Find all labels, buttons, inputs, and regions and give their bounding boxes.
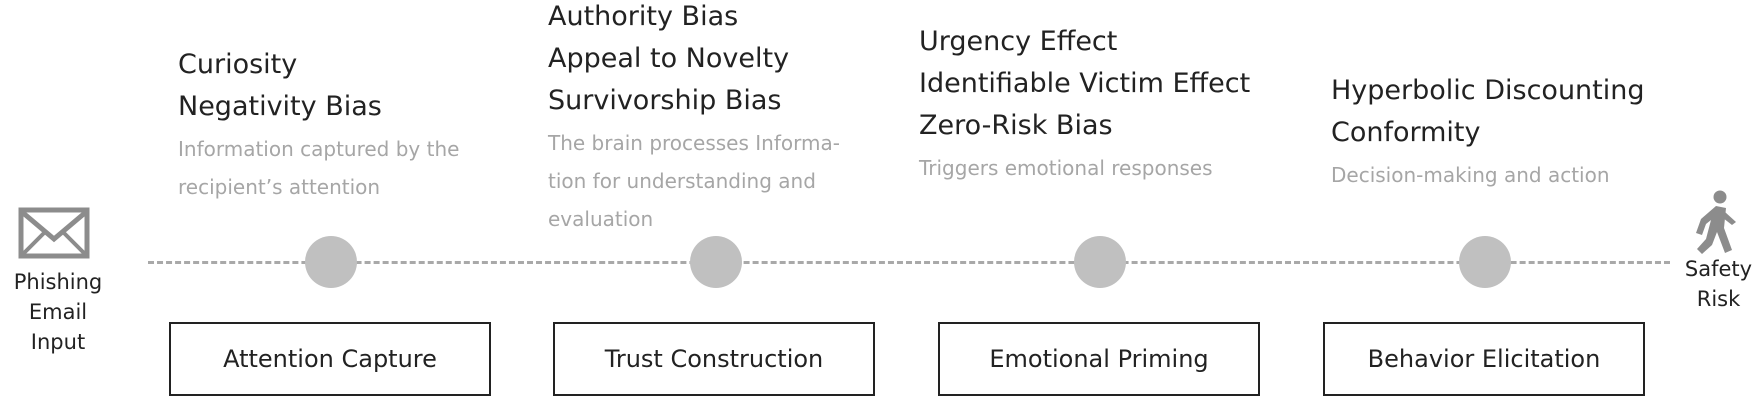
- bias-item: Survivorship Bias: [548, 85, 782, 116]
- stage-node-1: [305, 236, 357, 288]
- bias-item: Conformity: [1331, 117, 1481, 148]
- bias-item: Appeal to Novelty: [548, 43, 790, 74]
- timeline-dashed-line: [148, 261, 1670, 264]
- stage-node-3: [1074, 236, 1126, 288]
- input-label-line1: Phishing: [13, 270, 103, 294]
- stage-2-description: The brain processes Informa-tion for und…: [548, 131, 840, 231]
- envelope-icon: [18, 207, 90, 259]
- stage-1-description: Information captured by the recipient’s …: [178, 137, 460, 199]
- stage-node-4: [1459, 236, 1511, 288]
- output-label-line1: Safety: [1684, 257, 1753, 281]
- input-label-line2: Email Input: [28, 300, 88, 354]
- bias-item: Zero-Risk Bias: [919, 110, 1113, 141]
- stage-4-description: Decision-making and action: [1331, 163, 1610, 187]
- stage-box-attention-capture: Attention Capture: [169, 322, 491, 396]
- bias-item: Curiosity: [178, 49, 298, 80]
- output-label: Safety Risk: [1680, 254, 1757, 314]
- walking-person-icon: [1696, 190, 1736, 254]
- stage-box-emotional-priming: Emotional Priming: [938, 322, 1260, 396]
- bias-item: Hyperbolic Discounting: [1331, 75, 1645, 106]
- stage-4-biases: Hyperbolic Discounting Conformity Decisi…: [1331, 70, 1711, 194]
- stage-box-trust-construction: Trust Construction: [553, 322, 875, 396]
- bias-item: Urgency Effect: [919, 26, 1118, 57]
- stage-node-2: [690, 236, 742, 288]
- bias-item: Authority Bias: [548, 1, 739, 32]
- stage-1-biases: Curiosity Negativity Bias Information ca…: [178, 44, 558, 206]
- stage-3-description: Triggers emotional responses: [919, 156, 1213, 180]
- stage-box-behavior-elicitation: Behavior Elicitation: [1323, 322, 1645, 396]
- bias-item: Negativity Bias: [178, 91, 382, 122]
- input-label: Phishing Email Input: [0, 267, 116, 357]
- bias-item: Identifiable Victim Effect: [919, 68, 1251, 99]
- stage-2-biases: Authority Bias Appeal to Novelty Survivo…: [548, 0, 928, 238]
- stage-3-biases: Urgency Effect Identifiable Victim Effec…: [919, 21, 1299, 187]
- output-label-line2: Risk: [1696, 287, 1741, 311]
